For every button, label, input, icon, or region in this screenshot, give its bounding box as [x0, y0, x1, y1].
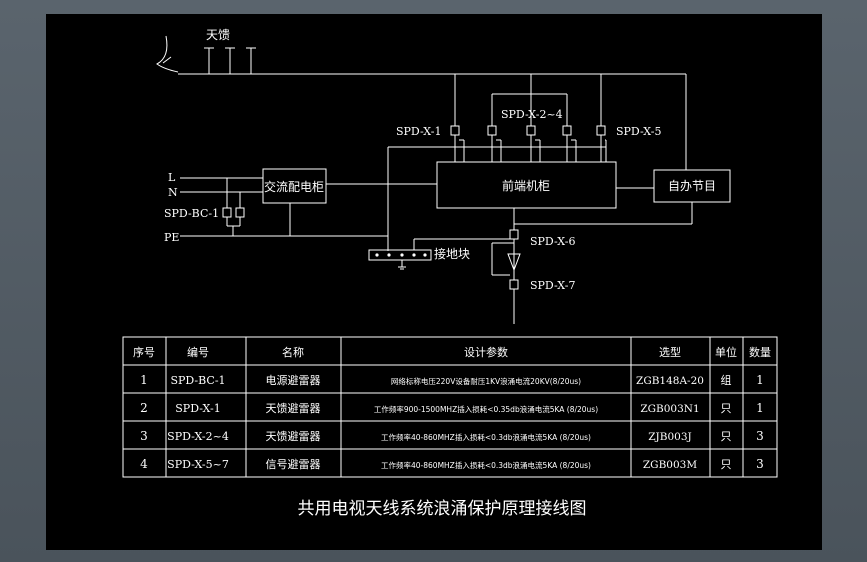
self-program-label: 自办节目: [668, 178, 716, 193]
table-row: 1 SPD-BC-1 电源避雷器 网络标称电压220V设备耐压1KV浪涌电流20…: [140, 373, 764, 387]
drawing-sheet: 天馈: [46, 14, 822, 550]
label-line-n: N: [168, 186, 178, 199]
header-index: 序号: [133, 345, 155, 359]
cell-params: 工作频率900-1500MHZ插入损耗<0.35db浪涌电流5KA (8/20u…: [374, 404, 598, 414]
antenna-label: 天馈: [206, 28, 230, 42]
cell-model: ZGB003N1: [640, 403, 699, 415]
drawing-title: 共用电视天线系统浪涌保护原理接线图: [298, 499, 587, 519]
cell-index: 1: [140, 373, 148, 387]
wiring-diagram: 天馈: [122, 28, 778, 519]
table-row: 3 SPD-X-2~4 天馈避雷器 工作频率40-860MHZ插入损耗<0.3d…: [140, 429, 764, 443]
arrestor-ground-lines: [387, 135, 607, 251]
cell-name: 电源避雷器: [266, 373, 321, 387]
feed-drop-lines: [454, 73, 687, 170]
headend-label: 前端机柜: [502, 178, 550, 193]
cell-unit: 组: [721, 373, 732, 387]
cell-index: 4: [140, 457, 148, 471]
header-model: 选型: [659, 345, 681, 359]
header-params: 设计参数: [464, 345, 508, 359]
cell-unit: 只: [721, 458, 732, 471]
table-row: 4 SPD-X-5~7 信号避雷器 工作频率40-860MHZ插入损耗<0.3d…: [140, 457, 764, 471]
label-spd-x7: SPD-X-7: [530, 279, 575, 292]
cell-code: SPD-X-1: [175, 402, 220, 415]
cell-unit: 只: [721, 430, 732, 443]
cell-code: SPD-X-5~7: [167, 458, 229, 471]
header-qty: 数量: [749, 346, 771, 359]
antenna-feed-lines: [178, 47, 686, 75]
arrestor-spd-x6[interactable]: [509, 229, 519, 240]
arrestor-spd-x1[interactable]: [450, 125, 460, 136]
arrestor-spd-x7[interactable]: [509, 279, 519, 290]
antenna-dish-icon: [156, 35, 179, 73]
cell-name: 天馈避雷器: [266, 429, 321, 443]
cell-code: SPD-BC-1: [170, 374, 225, 387]
label-spd-x5: SPD-X-5: [616, 125, 661, 138]
label-spd-x2-4: SPD-X-2~4: [501, 108, 563, 121]
arrestor-spd-bc1[interactable]: [222, 207, 245, 218]
cell-qty: 3: [756, 457, 764, 471]
cell-qty: 1: [756, 373, 764, 387]
arrestor-spd-x3[interactable]: [526, 125, 536, 136]
label-spd-x1: SPD-X-1: [396, 125, 441, 138]
header-code: 编号: [187, 345, 209, 359]
arrestor-spd-x2[interactable]: [487, 125, 497, 136]
headend-cabinet[interactable]: 前端机柜: [436, 161, 617, 209]
cell-code: SPD-X-2~4: [167, 430, 229, 443]
cell-params: 网络标称电压220V设备耐压1KV浪涌电流20KV(8/20us): [391, 376, 581, 386]
cell-qty: 1: [756, 401, 764, 415]
arrestor-spd-x4[interactable]: [562, 125, 572, 136]
cell-params: 工作频率40-860MHZ插入损耗<0.3db浪涌电流5KA (8/20us): [381, 460, 591, 470]
cell-name: 信号避雷器: [266, 457, 321, 471]
cell-name: 天馈避雷器: [266, 401, 321, 415]
output-line: [491, 208, 515, 324]
amplifier-triangle-icon: [507, 253, 521, 272]
ac-distribution-cabinet[interactable]: 交流配电柜: [262, 168, 327, 204]
cell-unit: 只: [721, 402, 732, 415]
grounding-block-label: 接地块: [434, 246, 470, 261]
self-program-link: [514, 187, 693, 225]
parts-table: [122, 336, 778, 478]
label-pe: PE: [164, 231, 179, 244]
ground-bus-lines: [413, 238, 510, 250]
cell-index: 2: [140, 401, 148, 415]
header-unit: 单位: [715, 345, 737, 359]
label-line-l: L: [168, 171, 176, 184]
power-lines: [180, 177, 437, 237]
cell-model: ZGB148A-20: [636, 375, 704, 387]
label-spd-x6: SPD-X-6: [530, 235, 575, 248]
self-program-box[interactable]: 自办节目: [653, 169, 731, 203]
ac-cabinet-label: 交流配电柜: [264, 179, 324, 194]
header-name: 名称: [282, 345, 304, 359]
label-spd-bc1: SPD-BC-1: [164, 207, 219, 220]
cell-index: 3: [140, 429, 148, 443]
cell-qty: 3: [756, 429, 764, 443]
grounding-block[interactable]: [368, 249, 432, 270]
cell-model: ZGB003M: [643, 459, 697, 471]
table-header-row: 序号 编号 名称 设计参数 选型 单位 数量: [133, 345, 771, 359]
cell-params: 工作频率40-860MHZ插入损耗<0.3db浪涌电流5KA (8/20us): [381, 432, 591, 442]
arrestor-spd-x5[interactable]: [596, 125, 606, 136]
cell-model: ZJB003J: [648, 431, 691, 443]
table-row: 2 SPD-X-1 天馈避雷器 工作频率900-1500MHZ插入损耗<0.35…: [140, 401, 764, 415]
